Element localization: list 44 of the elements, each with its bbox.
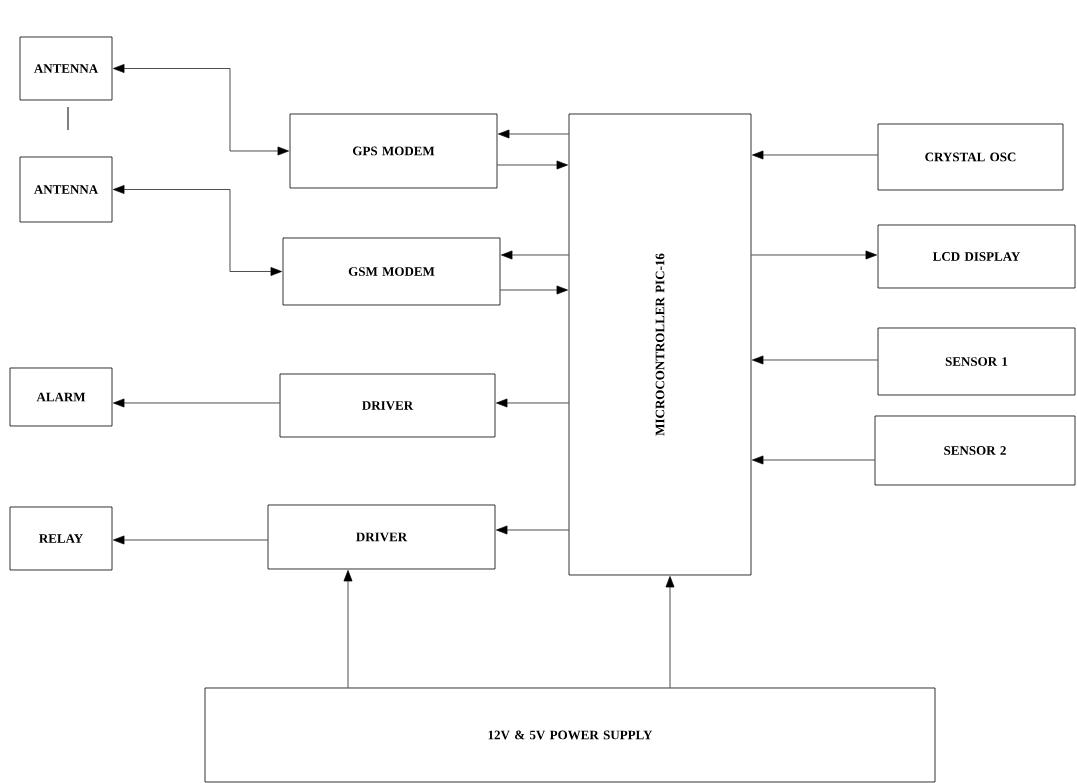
arrow (500, 285, 568, 295)
node-label: MICROCONTROLLER PIC-16 (655, 253, 665, 436)
block-box (877, 123, 1064, 191)
block-box (874, 415, 1076, 486)
arrow (113, 535, 268, 545)
arrow (496, 525, 569, 535)
arrow (501, 250, 569, 260)
block-box (267, 504, 496, 570)
arrow (752, 455, 875, 465)
node-label: ALARM (36, 392, 86, 402)
arrow (113, 398, 280, 408)
block-box (877, 224, 1076, 289)
arrow (498, 129, 569, 139)
node-label: DRIVER (362, 401, 414, 410)
arrow (113, 185, 282, 276)
block-box (289, 113, 498, 189)
power-supply-box (204, 687, 936, 783)
block-box (19, 156, 113, 223)
arrow (751, 250, 877, 260)
block-box (9, 506, 113, 571)
arrow (343, 570, 353, 688)
arrow (752, 355, 878, 365)
microcontroller-box (568, 113, 752, 576)
node-label: DRIVER (356, 532, 408, 542)
node-label: RELAY (39, 534, 83, 543)
node-label: CRYSTAL OSC (925, 152, 1016, 162)
block-box (282, 237, 501, 306)
block-box (877, 327, 1076, 396)
block-box (9, 367, 113, 427)
node-label: ANTENNA (33, 185, 99, 194)
node-label: ANTENNA (33, 64, 99, 73)
block-box (279, 373, 496, 438)
arrow (113, 64, 289, 156)
arrow (752, 150, 878, 160)
node-label: GPS MODEM (352, 146, 435, 156)
node-label: SENSOR 2 (944, 446, 1006, 455)
arrow (497, 160, 568, 170)
node-label: LCD DISPLAY (932, 252, 1021, 261)
block-box (19, 36, 113, 101)
node-label: GSM MODEM (348, 267, 435, 276)
arrow (496, 398, 569, 408)
arrow (665, 576, 675, 688)
node-label: 12V & 5V POWER SUPPLY (488, 730, 653, 740)
node-label: SENSOR 1 (945, 357, 1008, 366)
